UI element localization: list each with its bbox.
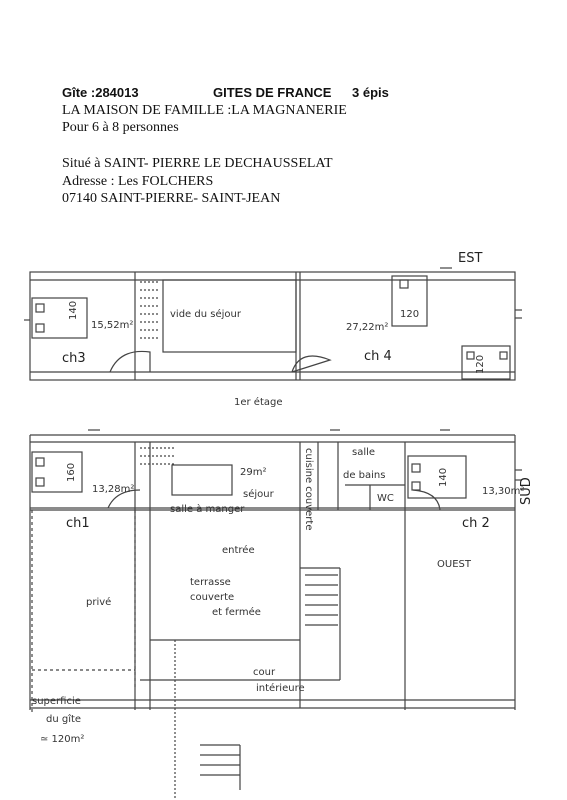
- ch3-bed-size: 140: [68, 301, 79, 320]
- ch4-label: ch 4: [364, 349, 392, 364]
- sejour-area: 29m²: [240, 467, 266, 478]
- label-south: SUD: [519, 477, 534, 505]
- courtyard-label-1: cour: [253, 667, 276, 678]
- private-label: privé: [86, 596, 111, 608]
- label-east: EST: [458, 251, 482, 266]
- surface-value: ≃ 120m²: [40, 734, 84, 745]
- dining-table: [171, 464, 233, 496]
- ch3-area: 15,52m²: [91, 320, 133, 331]
- location: Situé à SAINT- PIERRE LE DECHAUSSELAT: [62, 156, 333, 171]
- sejour-label: séjour: [243, 488, 275, 500]
- void-area: [162, 279, 297, 353]
- bed-ch1: [31, 451, 83, 493]
- house-name: LA MAISON DE FAMILLE :LA MAGNANERIE: [62, 103, 347, 118]
- kitchen-label: cuisine couverte: [303, 448, 314, 530]
- ch4-area: 27,22m²: [346, 322, 388, 333]
- bathroom-label-1: salle: [352, 447, 375, 458]
- dining-label: salle à manger: [170, 503, 245, 515]
- postal-address: 07140 SAINT-PIERRE- SAINT-JEAN: [62, 191, 281, 206]
- rating: 3 épis: [352, 85, 389, 100]
- label-west: OUEST: [437, 559, 472, 570]
- bed-ch4-2: [461, 345, 511, 380]
- wc-label: WC: [377, 493, 394, 504]
- door-arc: [107, 489, 141, 509]
- upper-floor-outline: [29, 271, 516, 381]
- courtyard-label-2: intérieure: [256, 682, 305, 694]
- ch2-bed-size: 140: [438, 468, 449, 487]
- ch3-label: ch3: [62, 351, 86, 366]
- door-arc: [412, 489, 441, 511]
- terrace-label-3: et fermée: [212, 606, 261, 618]
- door-arc: [109, 350, 151, 373]
- ch4-bed1-size: 120: [400, 309, 419, 320]
- void-label: vide du séjour: [170, 308, 242, 320]
- bathroom-label-2: de bains: [343, 470, 385, 481]
- upper-floor-label: 1er étage: [234, 396, 283, 408]
- terrace-label-1: terrasse: [190, 577, 231, 588]
- ch4-bed2-size: 120: [475, 355, 486, 374]
- entrance-label: entrée: [222, 544, 255, 556]
- ch1-label: ch1: [66, 516, 90, 531]
- gite-id: Gîte :284013: [62, 85, 139, 100]
- bed-ch4-1: [391, 275, 428, 327]
- ch1-bed-size: 160: [66, 463, 77, 482]
- bed-ch2: [407, 455, 467, 499]
- door-arc: [291, 355, 332, 373]
- org-name: GITES DE FRANCE: [213, 85, 332, 100]
- ch2-label: ch 2: [462, 516, 490, 531]
- terrace-label-2: couverte: [190, 592, 234, 603]
- capacity: Pour 6 à 8 personnes: [62, 120, 179, 135]
- bed-ch3: [31, 297, 88, 339]
- ch1-area: 13,28m²: [92, 484, 134, 495]
- surface-label-1: superficie: [32, 696, 81, 707]
- surface-label-2: du gîte: [46, 713, 81, 725]
- address: Adresse : Les FOLCHERS: [62, 174, 214, 189]
- ch2-area: 13,30m²: [482, 486, 524, 497]
